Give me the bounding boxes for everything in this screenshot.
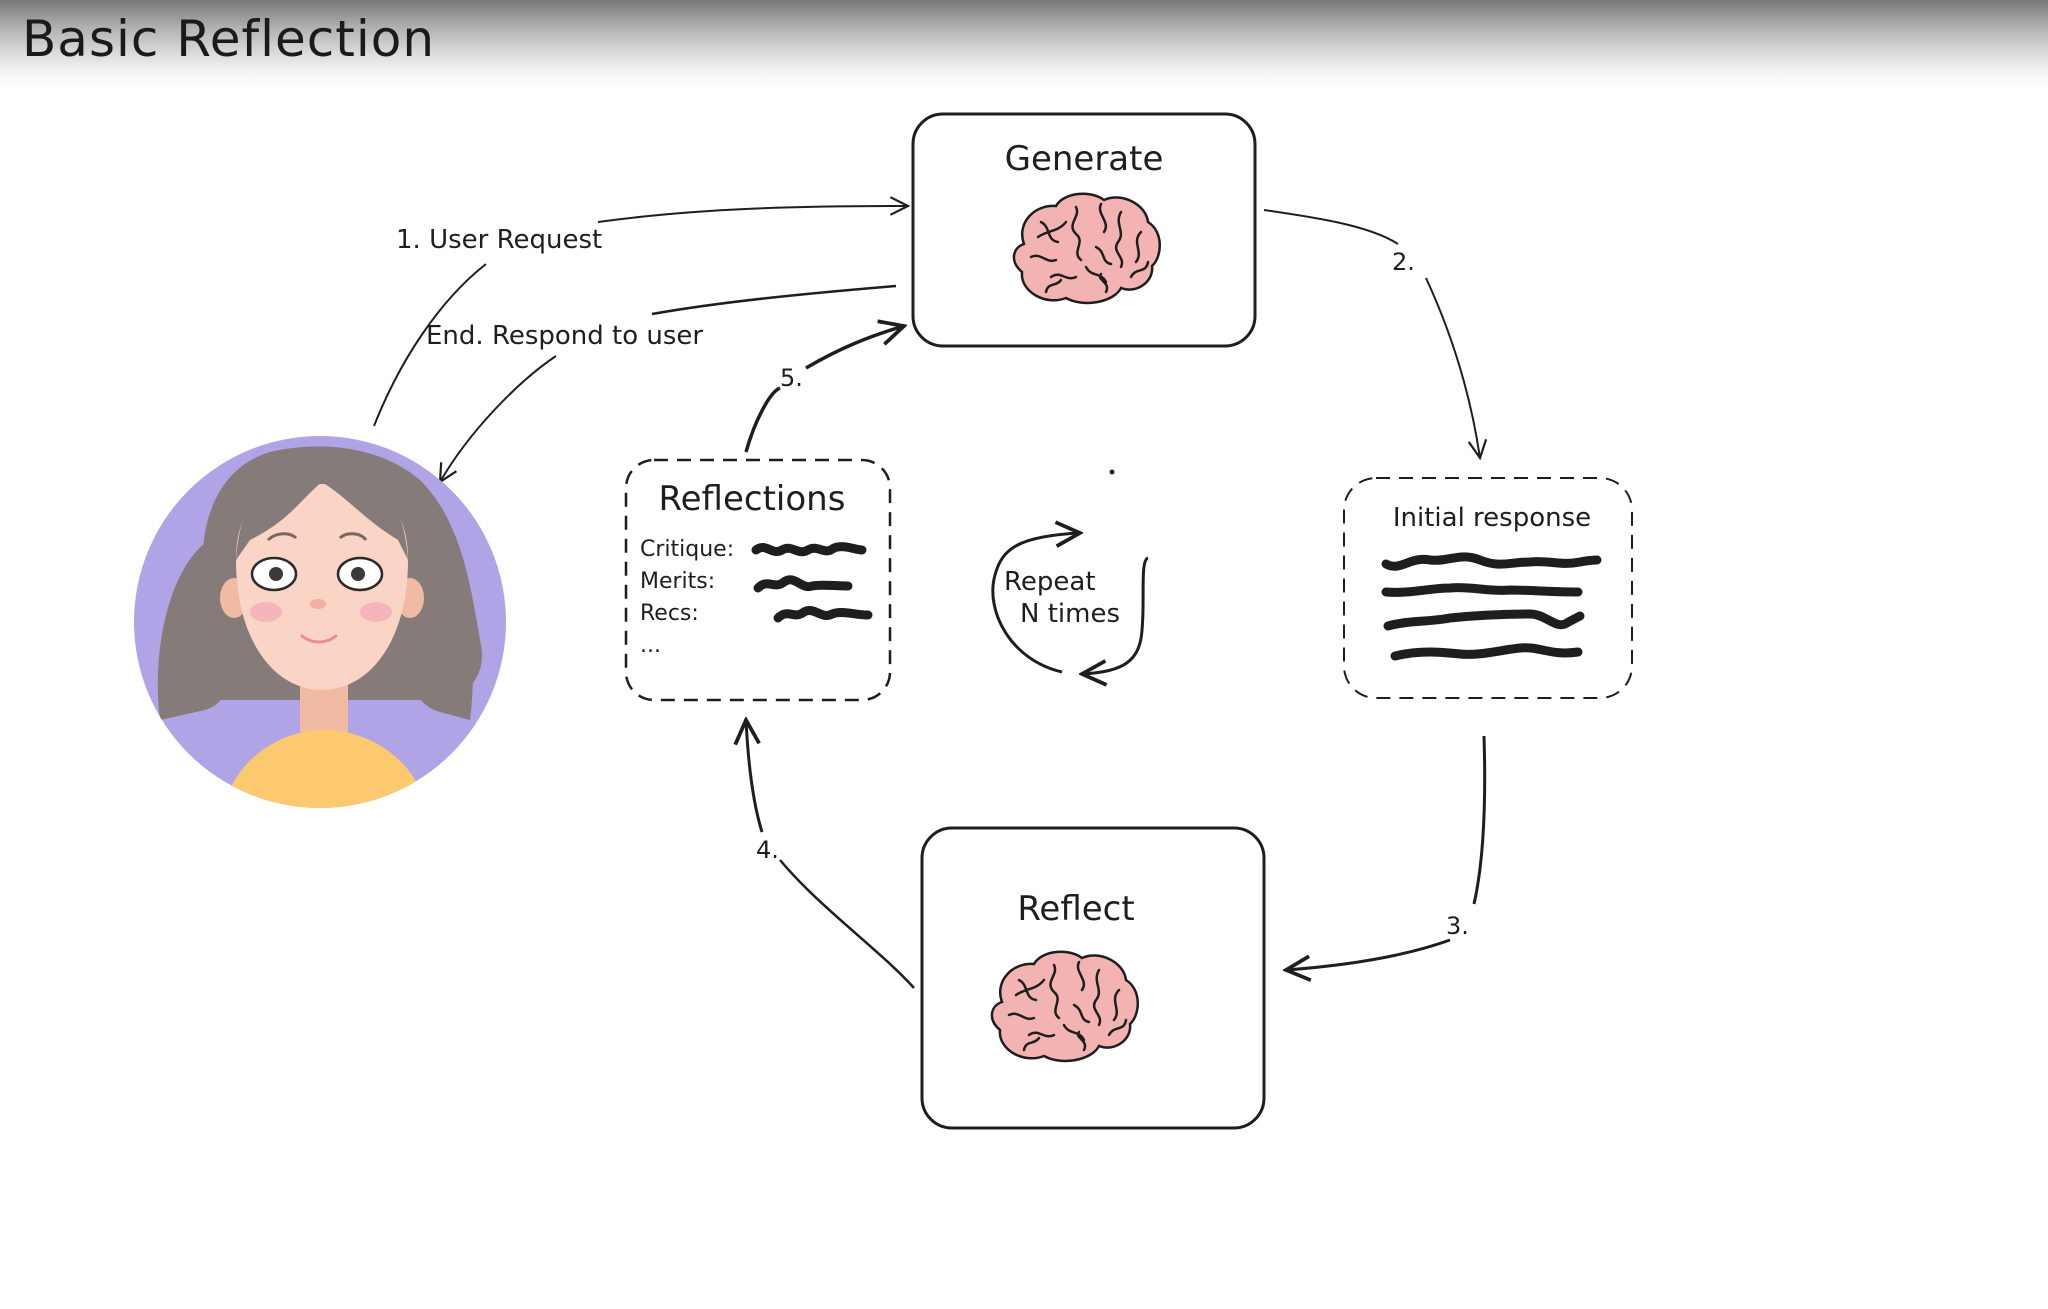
step-2-line-upper bbox=[1263, 209, 1399, 245]
initial-response-node[interactable]: Initial response bbox=[1343, 477, 1633, 699]
step-5-line-lower bbox=[744, 386, 781, 453]
respond-arrow bbox=[440, 355, 557, 482]
blush-right bbox=[360, 602, 392, 622]
user-request-arrow bbox=[597, 206, 908, 223]
edge-step-3: 3. bbox=[1286, 735, 1487, 970]
blush-left bbox=[250, 602, 282, 622]
reflect-node[interactable]: Reflect bbox=[920, 826, 1266, 1130]
brain-icon bbox=[990, 950, 1140, 1063]
header-shade bbox=[0, 0, 2048, 90]
user-request-label: 1. User Request bbox=[396, 225, 602, 255]
step-4-arrow bbox=[746, 720, 764, 833]
text-scribble-line bbox=[1381, 583, 1583, 597]
edge-step-4: 4. bbox=[746, 720, 915, 989]
step-3-line-upper bbox=[1472, 735, 1487, 905]
nose bbox=[310, 599, 326, 609]
loop-arrow-bottom bbox=[1082, 556, 1149, 674]
recs-scribble bbox=[773, 606, 873, 623]
ellipsis: ... bbox=[640, 633, 661, 658]
respond-label: End. Respond to user bbox=[426, 321, 703, 351]
edge-user-request: 1. User Request bbox=[373, 206, 908, 427]
hair-bangs-right bbox=[322, 479, 408, 560]
step-5-arrow bbox=[805, 326, 904, 370]
text-scribble-line bbox=[1383, 609, 1585, 631]
reflections-box[interactable] bbox=[624, 458, 892, 702]
user-request-line-lower bbox=[373, 263, 487, 427]
loop-label-line2: N times bbox=[1020, 599, 1120, 629]
hair-left bbox=[157, 540, 232, 720]
stray-dot bbox=[1109, 469, 1115, 475]
reflections-label: Reflections bbox=[659, 479, 846, 519]
initial-response-label: Initial response bbox=[1393, 503, 1591, 533]
reflect-label: Reflect bbox=[1017, 889, 1134, 929]
critique-scribble bbox=[751, 542, 867, 557]
step-5-label: 5. bbox=[780, 364, 803, 392]
merits-scribble bbox=[753, 575, 853, 593]
repeat-loop: Repeat N times bbox=[991, 469, 1149, 675]
page-title: Basic Reflection bbox=[22, 10, 436, 68]
reflections-node[interactable]: Reflections Critique: Merits: Recs: ... bbox=[624, 458, 892, 702]
user-avatar[interactable] bbox=[134, 436, 506, 820]
loop-arrow-top bbox=[991, 533, 1080, 674]
step-2-label: 2. bbox=[1392, 248, 1415, 276]
mouth bbox=[300, 634, 338, 644]
critique-label: Critique: bbox=[640, 537, 734, 562]
hair-right bbox=[408, 530, 474, 720]
hair-bangs-left bbox=[236, 479, 322, 560]
respond-line-upper bbox=[651, 284, 897, 316]
step-4-line-lower bbox=[779, 859, 915, 989]
edge-respond-to-user: End. Respond to user bbox=[426, 284, 897, 482]
step-3-label: 3. bbox=[1446, 912, 1469, 940]
shirt bbox=[220, 730, 430, 808]
brain-icon bbox=[1012, 192, 1162, 305]
step-3-arrow bbox=[1286, 938, 1451, 970]
edge-step-5: 5. bbox=[744, 326, 904, 453]
edge-step-2: 2. bbox=[1263, 209, 1480, 458]
text-scribble-line bbox=[1390, 643, 1583, 661]
merits-label: Merits: bbox=[640, 569, 715, 594]
text-scribble-line bbox=[1381, 552, 1602, 571]
generate-node[interactable]: Generate bbox=[911, 112, 1257, 348]
step-2-arrow bbox=[1425, 277, 1480, 458]
recs-label: Recs: bbox=[640, 601, 699, 626]
loop-label-line1: Repeat bbox=[1004, 567, 1096, 597]
scribbled-text-lines bbox=[1381, 552, 1602, 661]
scribble-values bbox=[751, 542, 873, 623]
generate-label: Generate bbox=[1005, 139, 1164, 179]
step-4-label: 4. bbox=[756, 836, 779, 864]
